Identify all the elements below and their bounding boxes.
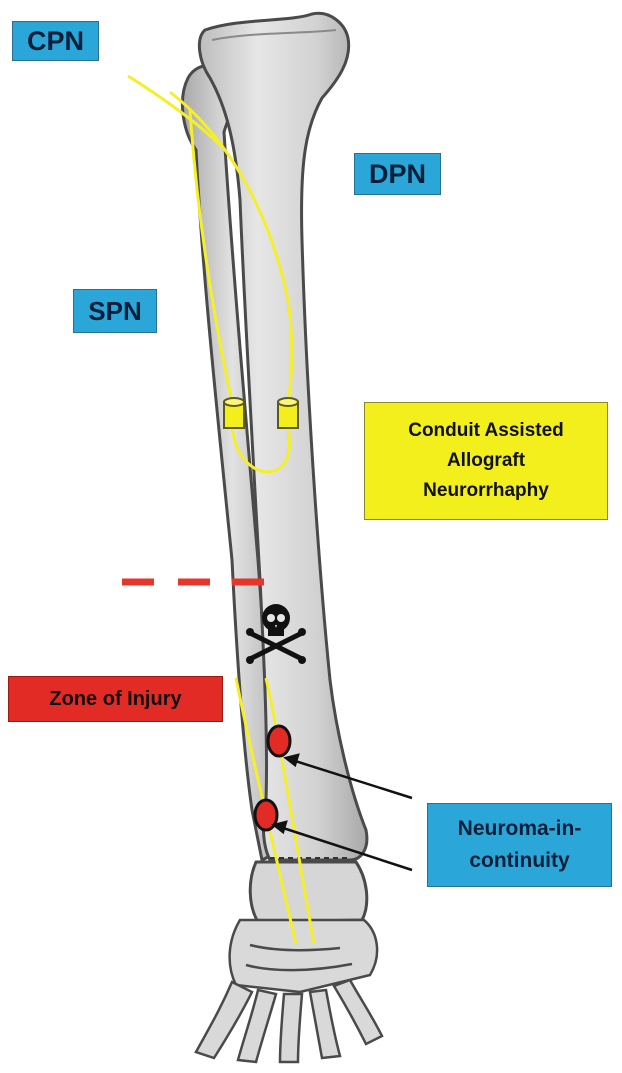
neuroma-upper [268, 726, 290, 756]
conduit-left [224, 398, 244, 428]
neuroma-in-continuity-label: Neuroma-in- continuity [427, 803, 612, 887]
spn-label: SPN [73, 289, 157, 333]
foot-bones [196, 920, 382, 1062]
dpn-label: DPN [354, 153, 441, 195]
conduit-right [278, 398, 298, 428]
zone-of-injury-label: Zone of Injury [8, 676, 223, 722]
conduit-allograft-label: Conduit Assisted Allograft Neurorrhaphy [364, 402, 608, 520]
cpn-label: CPN [12, 21, 99, 61]
